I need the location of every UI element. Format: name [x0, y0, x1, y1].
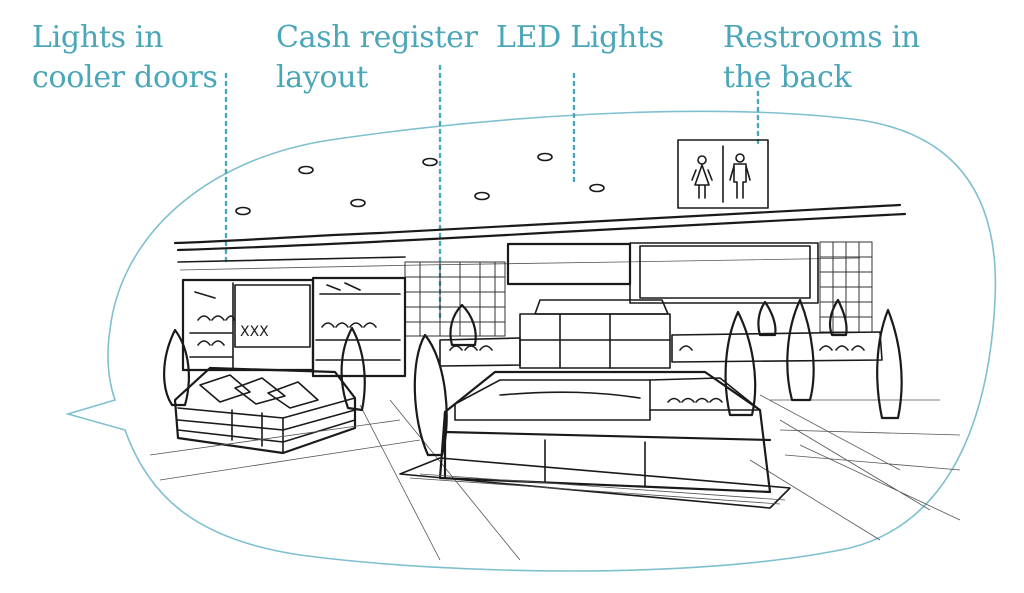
restroom-sign [677, 139, 769, 209]
restroom-man-icon [735, 153, 745, 163]
callout-restrooms-in-back: Restrooms in the back [723, 20, 920, 95]
led-light [474, 191, 490, 201]
bin-display-left [173, 366, 357, 455]
back-wall [506, 242, 819, 304]
callout-cash-register-layout: Cash register layout [276, 20, 478, 95]
callout-lights-in-cooler-doors: Lights in cooler doors [32, 20, 218, 95]
speech-bubble-outline [65, 110, 997, 572]
tile-wall-left [404, 261, 506, 337]
shopper-figures [163, 298, 903, 457]
center-island-display [399, 370, 791, 509]
led-light [422, 157, 438, 167]
cooler-doors: XXX [181, 276, 407, 378]
cooler-door-sign: XXX [240, 324, 269, 340]
ceiling-soffit [173, 203, 907, 271]
back-produce-counter [439, 299, 883, 369]
led-light [537, 152, 553, 162]
led-light [235, 206, 251, 216]
restroom-woman-icon [697, 155, 707, 165]
led-light [589, 183, 605, 193]
led-light [350, 198, 366, 208]
led-light [298, 165, 314, 175]
callout-led-lights: LED Lights [496, 20, 664, 55]
ceiling-led-lights [235, 152, 605, 216]
